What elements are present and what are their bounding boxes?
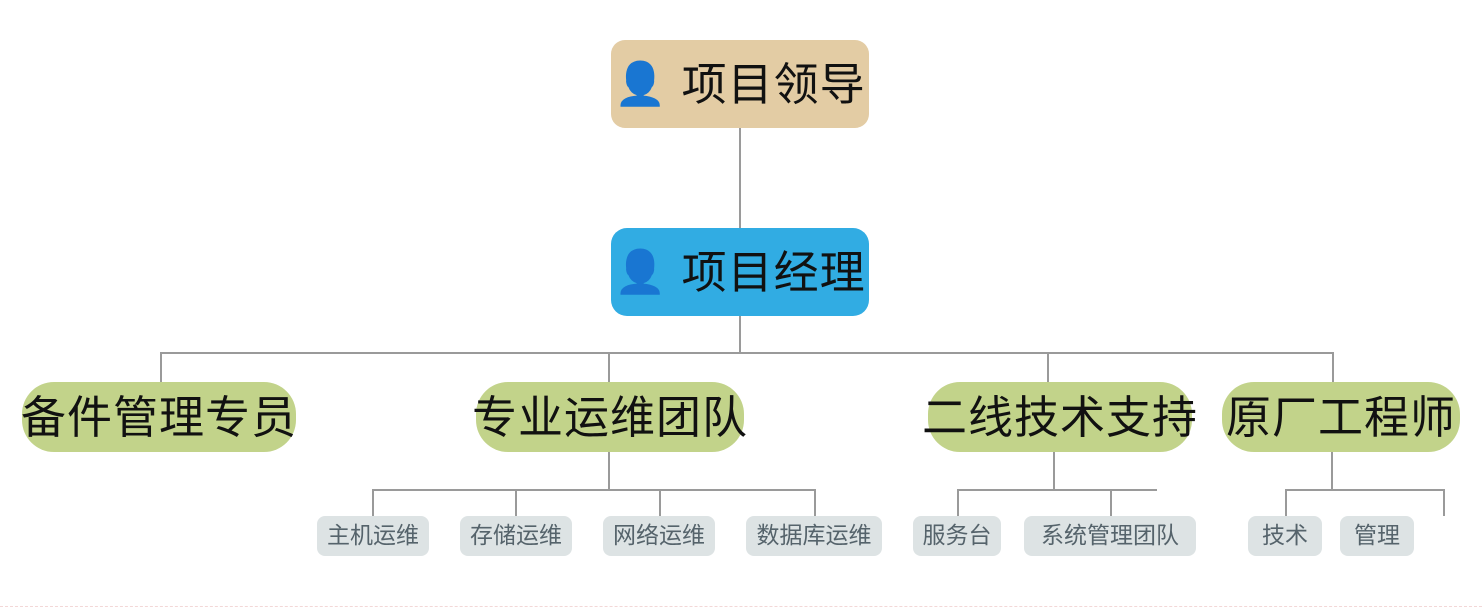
node-service-desk[interactable]: 服务台 <box>913 516 1001 556</box>
node-database-ops[interactable]: 数据库运维 <box>746 516 882 556</box>
connector-drop-second-line <box>1047 352 1049 382</box>
node-management[interactable]: 管理 <box>1340 516 1414 556</box>
node-network-ops[interactable]: 网络运维 <box>603 516 715 556</box>
connector-drop-spare-parts <box>160 352 162 382</box>
connector-second-line-stem <box>1053 452 1055 490</box>
node-spare-parts-officer[interactable]: 备件管理专员 <box>21 382 298 452</box>
connector-drop-network-ops <box>659 489 661 516</box>
connector-drop-system-admin <box>1110 489 1112 516</box>
connector-drop-service-desk <box>957 489 959 516</box>
node-oem-engineer[interactable]: 原厂工程师 <box>1222 382 1460 452</box>
node-system-admin-team[interactable]: 系统管理团队 <box>1024 516 1196 556</box>
node-label: 备件管理专员 <box>21 390 298 444</box>
node-storage-ops[interactable]: 存储运维 <box>460 516 572 556</box>
node-label: 网络运维 <box>613 522 705 549</box>
node-project-manager[interactable]: 👤 项目经理 <box>611 228 869 316</box>
person-icon: 👤 <box>614 59 668 108</box>
node-label: 管理 <box>1354 522 1400 549</box>
connector-oem-bus <box>1285 489 1445 491</box>
connector-drop-ops-team <box>608 352 610 382</box>
node-label: 原厂工程师 <box>1225 390 1456 444</box>
connector-oem-stem <box>1331 452 1333 490</box>
node-label: 二线技术支持 <box>922 390 1199 444</box>
node-label: 技术 <box>1262 522 1308 549</box>
connector-drop-host-ops <box>372 489 374 516</box>
connector-drop-management <box>1443 489 1445 516</box>
connector-drop-oem <box>1332 352 1334 382</box>
person-icon: 👤 <box>614 247 668 296</box>
node-professional-ops-team[interactable]: 专业运维团队 <box>472 382 747 452</box>
node-host-ops[interactable]: 主机运维 <box>317 516 429 556</box>
node-label: 数据库运维 <box>756 522 872 549</box>
node-label: 存储运维 <box>470 522 562 549</box>
connector-manager-stem <box>739 316 741 353</box>
connector-second-line-bus <box>957 489 1157 491</box>
connector-level3-bus <box>160 352 1333 354</box>
connector-leader-to-manager <box>739 128 741 228</box>
node-label: 服务台 <box>922 522 992 549</box>
node-second-line-support[interactable]: 二线技术支持 <box>922 382 1197 452</box>
node-technology[interactable]: 技术 <box>1248 516 1322 556</box>
node-label: 项目领导 <box>681 57 866 111</box>
connector-drop-storage-ops <box>515 489 517 516</box>
connector-drop-database-ops <box>814 489 816 516</box>
connector-ops-team-bus <box>372 489 816 491</box>
connector-drop-technology <box>1285 489 1287 516</box>
node-label: 项目经理 <box>681 245 866 299</box>
node-project-leader[interactable]: 👤 项目领导 <box>611 40 869 128</box>
node-label: 系统管理团队 <box>1041 522 1179 549</box>
node-label: 主机运维 <box>327 522 419 549</box>
connector-ops-team-stem <box>608 452 610 490</box>
node-label: 专业运维团队 <box>472 390 749 444</box>
